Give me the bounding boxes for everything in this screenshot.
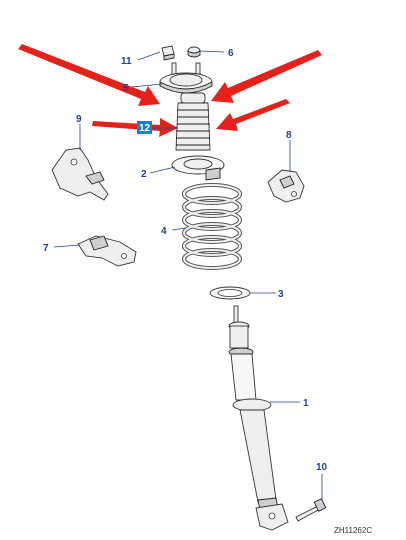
arrow-mid-right [216, 99, 290, 131]
callout-2: 2 [141, 169, 147, 180]
arrow-top-right [211, 50, 322, 103]
leader-6 [199, 50, 225, 53]
part-1-shock-absorber [228, 305, 289, 531]
highlighted-callout-12: 12 [137, 121, 152, 134]
leader-lines [53, 50, 323, 500]
callout-4: 4 [161, 226, 167, 237]
part-9-bracket [51, 147, 109, 201]
part-3-spring-insulator [209, 286, 251, 300]
part-5-top-mount [159, 62, 213, 94]
part-6-cap [187, 46, 201, 58]
callout-1: 1 [303, 398, 309, 409]
reference-code: ZH11262C [334, 526, 372, 535]
callout-9: 9 [76, 114, 82, 125]
leader-2 [149, 166, 176, 174]
callout-3: 3 [278, 289, 284, 300]
callouts: 11 6 5 2 4 3 1 10 9 8 7 [43, 48, 328, 473]
callout-6: 6 [228, 48, 234, 59]
leader-5 [131, 83, 163, 88]
part-7-sensor-bracket [77, 235, 137, 267]
leader-4 [171, 227, 187, 231]
arrow-top-left [18, 44, 160, 106]
callout-5: 5 [123, 83, 129, 94]
leader-7 [53, 244, 81, 248]
red-arrows [18, 44, 322, 137]
part-4-coil-spring [182, 183, 242, 270]
part-2-spring-seat [171, 155, 225, 181]
callout-10: 10 [316, 462, 328, 473]
part-11-nut [161, 45, 175, 61]
callout-11: 11 [121, 56, 132, 67]
callout-7: 7 [43, 243, 49, 254]
highlight-box [137, 121, 152, 134]
part-10-bolt [295, 498, 327, 522]
part-8-bracket [267, 169, 305, 203]
part-12-dust-boot [175, 92, 211, 151]
leader-11 [137, 51, 161, 61]
arrow-mid-left [92, 118, 178, 137]
callout-12: 12 [139, 123, 151, 134]
callout-8: 8 [286, 130, 292, 141]
